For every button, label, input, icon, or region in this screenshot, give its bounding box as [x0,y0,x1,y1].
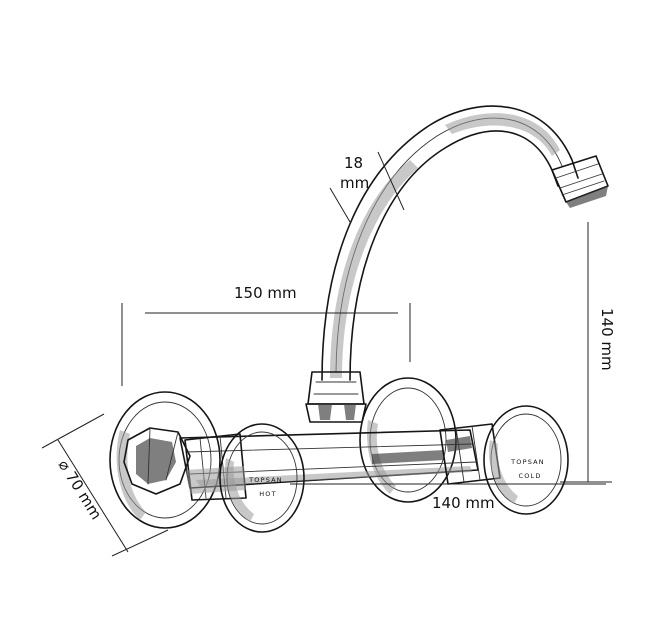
spout-height-dimension: 140 mm [560,222,616,483]
right-handle[interactable]: TOPSAN COLD [483,405,569,515]
left-wall-flange [109,391,221,529]
pipe-diameter-dimension: 18 mm [329,151,405,223]
left-hex-nut [123,427,191,495]
handle-spacing-dimension: 140 mm [290,483,606,512]
pipe-diameter-value: 18 [344,154,363,172]
right-handle-label: COLD [518,472,541,480]
spout-nozzle [551,155,609,208]
flange-diameter-label: ⌀ 70 mm [55,457,106,523]
spout-height-label: 140 mm [598,308,616,371]
spout-reach-label: 150 mm [234,284,297,302]
handle-spacing-label: 140 mm [432,494,495,512]
spout-reach-dimension: 150 mm [121,284,411,386]
spout [321,105,579,381]
right-handle-brand: TOPSAN [510,458,545,466]
flange-diameter-dimension: ⌀ 70 mm [41,413,169,557]
pipe-diameter-unit: mm [340,174,369,192]
left-handle-label: HOT [259,490,277,498]
left-handle-brand: TOPSAN [248,476,283,484]
left-handle[interactable]: TOPSAN HOT [219,423,305,533]
spout-collar [305,371,367,423]
